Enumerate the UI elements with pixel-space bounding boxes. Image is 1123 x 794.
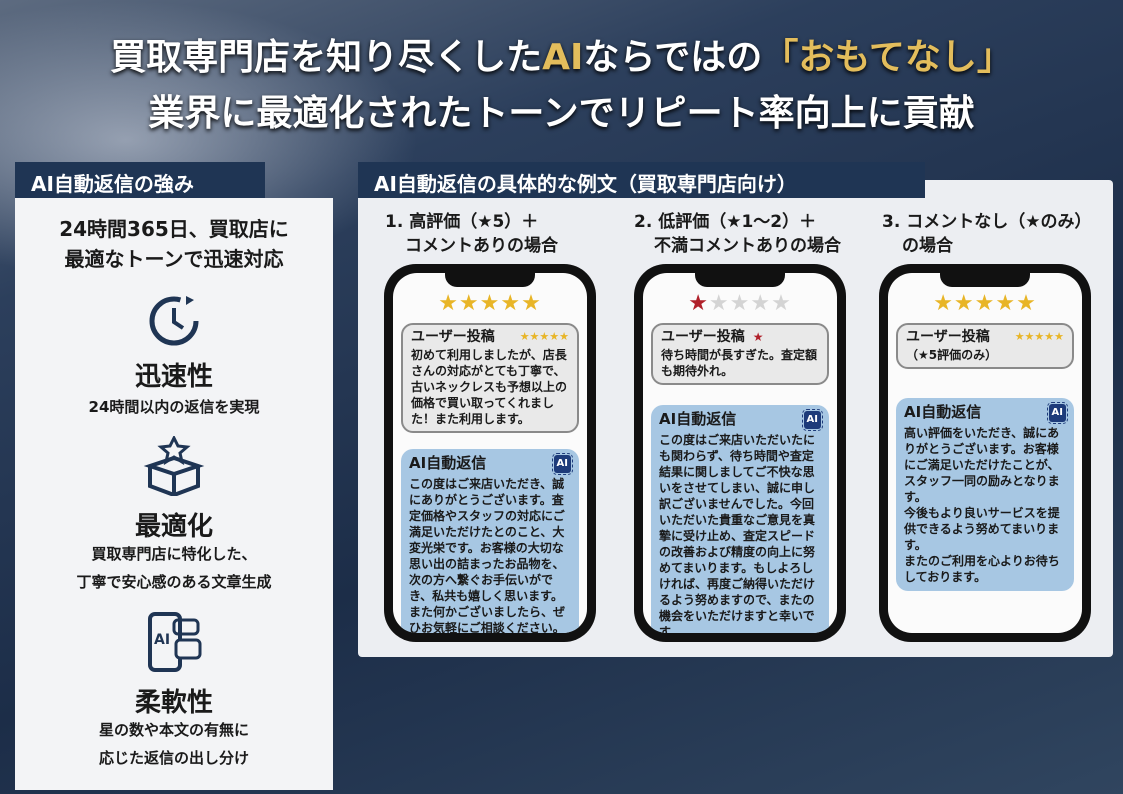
clock-icon bbox=[149, 296, 199, 346]
box-star-icon bbox=[143, 436, 205, 496]
example-3-heading: 3. コメントなし（★のみ）の場合 bbox=[882, 212, 1092, 256]
strengths-headline: 24時間365日、買取店に最適なトーンで迅速対応 bbox=[59, 217, 289, 271]
rating-stars: ★★★★★ bbox=[933, 291, 1037, 316]
feature-title-speed: 迅速性 bbox=[134, 362, 213, 392]
example-1-heading: 1. 高評価（★5）＋コメントありの場合 bbox=[385, 212, 558, 256]
rating-stars: ★★★★★ bbox=[438, 291, 542, 316]
feature-desc-flexibility: 星の数や本文の有無に応じた返信の出し分け bbox=[98, 721, 249, 767]
feature-title-optimization: 最適化 bbox=[134, 512, 213, 542]
headline-line1: 買取専門店を知り尽くしたAIならではの「おもてなし」 bbox=[110, 37, 1013, 78]
ai-chip-icon: AI bbox=[801, 409, 824, 431]
strengths-panel: 24時間365日、買取店に最適なトーンで迅速対応 迅速性 24時間以内の返信を実… bbox=[15, 198, 333, 790]
feature-title-flexibility: 柔軟性 bbox=[134, 688, 213, 718]
phone-example-1: ★★★★★ ユーザー投稿★★★★★初めて利用しましたが、店長さんの対応がとても丁… bbox=[384, 264, 596, 642]
examples-tab: AI自動返信の具体的な例文（買取専門店向け） bbox=[358, 162, 925, 198]
feature-desc-speed: 24時間以内の返信を実現 bbox=[88, 398, 260, 416]
ai-chip-icon: AI bbox=[551, 453, 574, 475]
user-post-bubble: ユーザー投稿★★★★★（★5評価のみ） bbox=[896, 323, 1074, 369]
feature-desc-optimization: 買取専門店に特化した、丁寧で安心感のある文章生成 bbox=[76, 545, 272, 591]
headline-line2: 業界に最適化されたトーンでリピート率向上に貢献 bbox=[148, 93, 975, 134]
rating-stars: ★★★★★ bbox=[688, 291, 792, 316]
example-2-heading: 2. 低評価（★1～2）＋不満コメントありの場合 bbox=[634, 212, 841, 256]
user-post-bubble: ユーザー投稿★★★★★初めて利用しましたが、店長さんの対応がとても丁寧で、古いネ… bbox=[401, 323, 579, 433]
strengths-tab: AI自動返信の強み bbox=[15, 162, 265, 198]
user-post-bubble: ユーザー投稿★待ち時間が長すぎた。査定額も期待外れ。 bbox=[651, 323, 829, 385]
ai-chip-icon: AI bbox=[1046, 402, 1069, 424]
ai-chat-icon: AI bbox=[148, 612, 202, 672]
svg-text:AI: AI bbox=[154, 632, 170, 648]
